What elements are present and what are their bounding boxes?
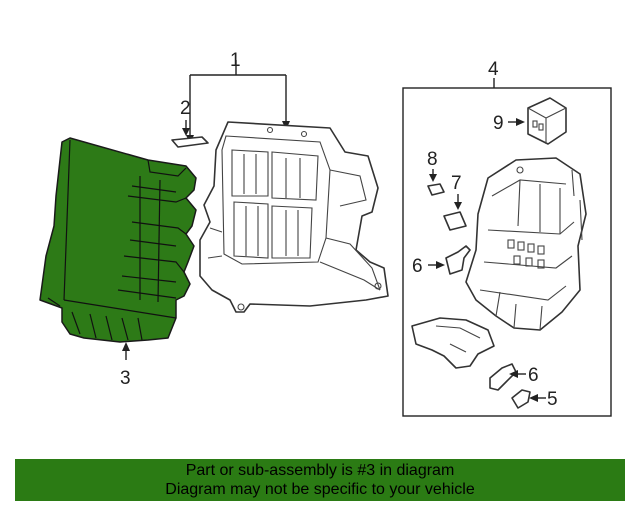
fuse-part-7: [443, 211, 467, 231]
bracket-piece: [411, 317, 495, 369]
callout-2-label: 2: [180, 98, 191, 119]
exploded-view-box: [402, 87, 612, 417]
parts-diagram: 1 2: [39, 50, 612, 417]
fuse-block-assembly-part-4: [465, 157, 587, 331]
banner-line-1: Part or sub-assembly is #3 in diagram: [185, 462, 455, 479]
connector-part-6-upper: [445, 245, 471, 275]
fuse-block-housing-part-1: [199, 121, 389, 313]
cover-plate-part-2: [171, 136, 209, 148]
callout-4-label: 4: [488, 59, 499, 80]
callout-3-label: 3: [120, 368, 131, 389]
terminal-part-5: [511, 389, 531, 409]
callout-8-label: 8: [427, 149, 438, 170]
banner-line-2: Diagram may not be specific to your vehi…: [165, 481, 475, 498]
callout-6-upper-label: 6: [412, 256, 423, 277]
mini-fuse-part-8: [427, 183, 445, 196]
callout-1-label: 1: [230, 50, 241, 71]
control-module-part-3: [39, 137, 197, 343]
relay-part-9: [527, 97, 567, 145]
callout-5-label: 5: [547, 389, 558, 410]
info-banner: Part or sub-assembly is #3 in diagram Di…: [15, 459, 625, 501]
connector-part-6-lower: [489, 363, 517, 391]
callout-6-lower-label: 6: [528, 365, 539, 386]
callout-7-label: 7: [451, 173, 462, 194]
callout-9-label: 9: [493, 113, 504, 134]
